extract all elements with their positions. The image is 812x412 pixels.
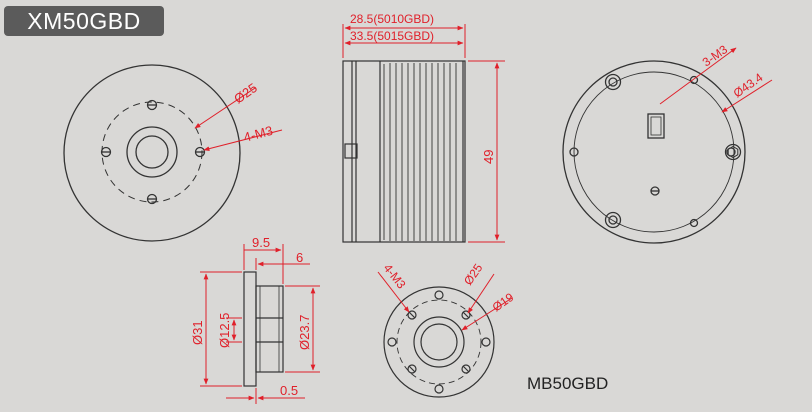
flange-hole-e [481, 337, 491, 347]
flange-gap: 0.5 [280, 383, 298, 398]
back-outer-circle [562, 60, 746, 244]
side-connector [344, 143, 358, 159]
flange-hub-inner [420, 323, 458, 361]
flange-hub-diameter: Ø23.7 [297, 315, 312, 350]
flange-thread-label: 4-M3 [381, 261, 409, 291]
front-diameter-label: Ø25 [231, 80, 260, 106]
back-dimensions [659, 47, 773, 113]
front-dimensions [194, 87, 283, 151]
back-view [562, 60, 746, 244]
side-view [342, 60, 466, 243]
side-dimensions [342, 24, 505, 243]
flange-inner-diameter: Ø12.5 [217, 313, 232, 348]
flange-hole-w [387, 337, 397, 347]
front-thread-label: 4-M3 [242, 123, 274, 145]
flange-front-dimensions [377, 271, 513, 331]
flange-screw-sw [407, 364, 417, 374]
back-screw-bottom [604, 211, 622, 229]
side-height-label: 49 [481, 150, 496, 164]
back-window [647, 113, 665, 139]
flange-screw-nw [407, 310, 417, 320]
flange-screw-se [461, 364, 471, 374]
flange-hub [255, 285, 284, 373]
front-screw-top [146, 99, 158, 111]
flange-screw-ne [461, 310, 471, 320]
front-hub-inner [135, 135, 169, 169]
flange-hole-s [434, 384, 444, 394]
flange-bolt-circle-label: Ø25 [461, 261, 486, 288]
side-fins [383, 63, 457, 241]
back-hole-left [569, 147, 579, 157]
flange-hub-outer [413, 316, 465, 368]
flange-front-view [383, 286, 495, 398]
flange-plate [243, 271, 257, 387]
flange-outer-circle [383, 286, 495, 398]
front-outer-circle [63, 64, 241, 242]
front-screw-left [100, 146, 112, 158]
back-thread-label: 3-M3 [700, 42, 731, 69]
side-body [342, 60, 466, 243]
front-screw-right [194, 146, 206, 158]
back-small-hole-bottom [689, 218, 699, 228]
title-badge: XM50GBD [4, 6, 164, 36]
flange-bolt-circle [396, 299, 482, 385]
flange-outer-diameter: Ø31 [190, 320, 205, 345]
flange-inner-circle-label: Ø19 [490, 290, 517, 315]
front-bolt-circle [101, 101, 203, 203]
front-hub-outer [126, 126, 178, 178]
flange-side-view [243, 271, 284, 387]
back-screw-top [604, 73, 622, 91]
model-label: MB50GBD [527, 374, 609, 393]
flange-hole-n [434, 290, 444, 300]
side-length-5010: 28.5(5010GBD) [350, 12, 434, 26]
front-view [63, 64, 241, 242]
flange-side-dimensions [200, 244, 320, 404]
side-length-5015: 33.5(5015GBD) [350, 29, 434, 43]
front-screw-bottom [146, 193, 158, 205]
back-screw-right [724, 143, 742, 161]
flange-width-1: 9.5 [252, 235, 270, 250]
title-text: XM50GBD [27, 7, 141, 34]
flange-width-2: 6 [296, 250, 303, 265]
back-small-hole-top [689, 75, 699, 85]
back-diameter-label: Ø43.4 [731, 70, 766, 100]
back-inner-circle [573, 71, 735, 233]
